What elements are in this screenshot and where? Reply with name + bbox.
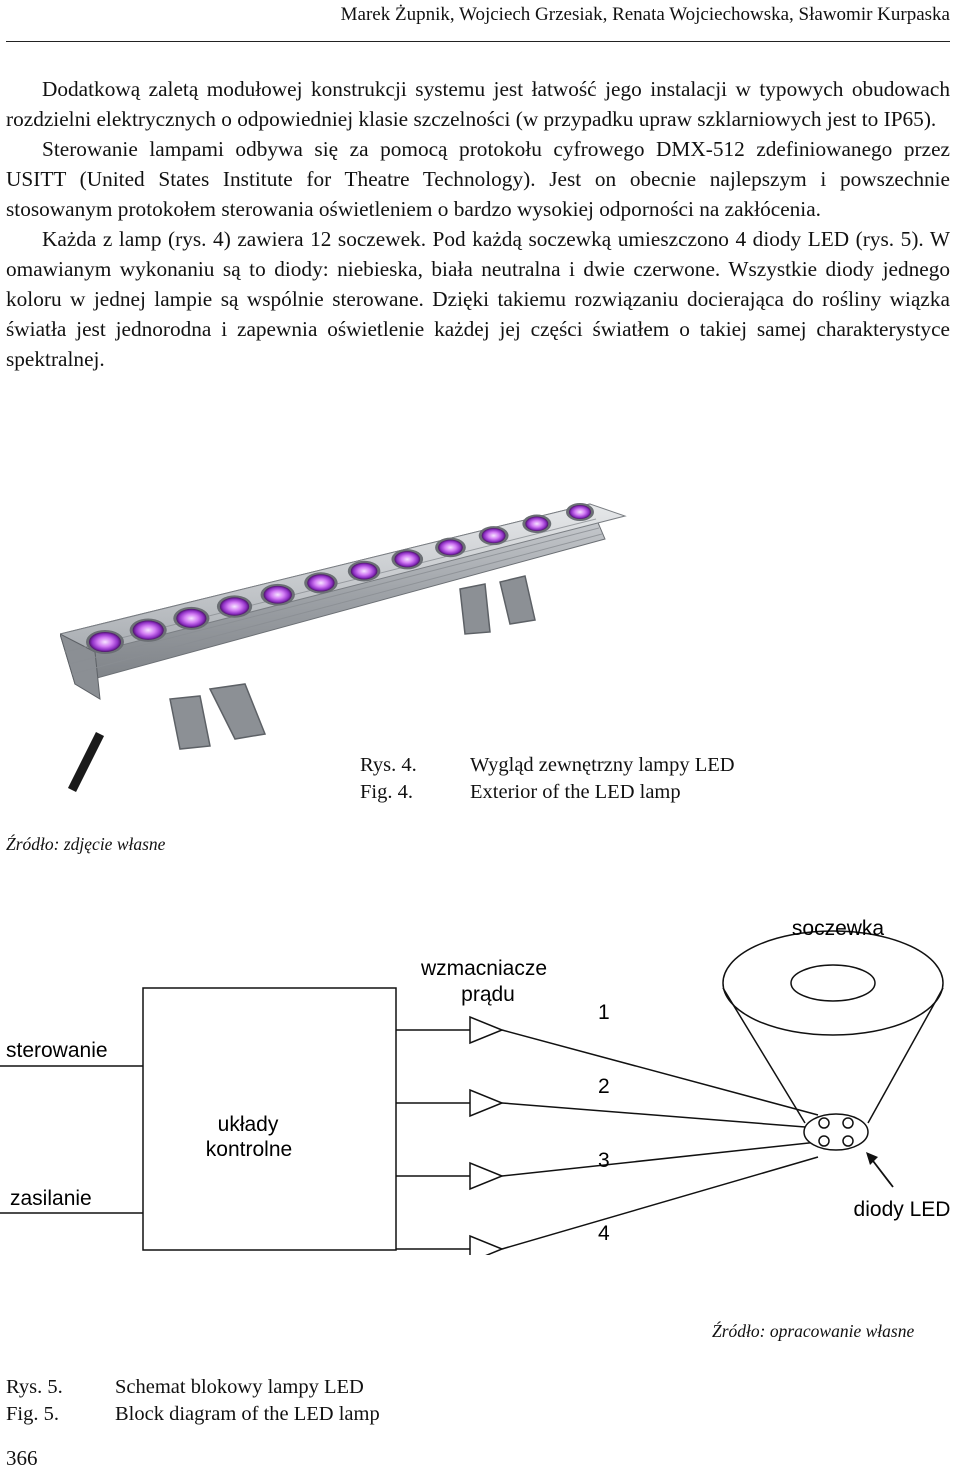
figure-caption-en: Exterior of the LED lamp [470, 781, 681, 803]
figure-label-pl: Rys. 4. [360, 754, 417, 776]
lens-cone [722, 930, 944, 1151]
lens-label: soczewka [792, 917, 885, 940]
lens [478, 526, 509, 546]
page-number: 366 [6, 1446, 38, 1470]
power-cable [67, 731, 105, 793]
figure-source: Źródło: zdjęcie własne [6, 834, 166, 854]
amplifiers-label-2: prądu [461, 983, 515, 1006]
channel-4-label: 4 [598, 1222, 610, 1245]
body-text: Dodatkową zaletą modułowej konstrukcji s… [6, 74, 950, 374]
running-header: Marek Żupnik, Wojciech Grzesiak, Renata … [340, 4, 950, 25]
control-block [142, 987, 397, 1251]
led-dots [818, 1117, 854, 1147]
channel-4 [396, 1156, 819, 1255]
lens [391, 549, 424, 570]
paragraph: Każda z lamp (rys. 4) zawiera 12 soczewe… [6, 227, 950, 371]
lens [260, 583, 295, 606]
led-lamp-photo [60, 503, 627, 793]
figure-label-en: Fig. 5. [6, 1403, 59, 1425]
lens [435, 537, 466, 558]
figure-caption-en: Block diagram of the LED lamp [115, 1403, 380, 1425]
lens [566, 503, 594, 521]
lens [304, 572, 338, 594]
power-label: zasilanie [10, 1187, 92, 1210]
steering-label: sterowanie [6, 1039, 108, 1062]
led-pointer-arrow [869, 1156, 894, 1188]
lens [173, 606, 210, 630]
lens-row [86, 503, 594, 654]
figure-caption-pl: Wygląd zewnętrzny lampy LED [470, 754, 735, 776]
paragraph: Dodatkową zaletą modułowej konstrukcji s… [6, 77, 950, 131]
control-label-2: kontrolne [206, 1138, 292, 1161]
paragraph: Sterowanie lampami odbywa się za pomocą … [6, 137, 950, 221]
channel-3 [396, 1141, 819, 1191]
channel-1-label: 1 [598, 1001, 610, 1024]
figure-label-en: Fig. 4. [360, 781, 413, 803]
channel-2 [396, 1088, 819, 1129]
channel-2-label: 2 [598, 1075, 610, 1098]
leds-label: diody LED [854, 1198, 951, 1221]
block-diagram: układy kontrolne sterowanie zasilanie wz… [0, 917, 951, 1255]
lens [86, 630, 124, 654]
lens [129, 618, 167, 642]
channel-1 [396, 1015, 819, 1116]
control-label-1: układy [218, 1113, 279, 1136]
amplifiers-label-1: wzmacniacze [420, 957, 547, 980]
lens [347, 560, 381, 582]
lens [216, 595, 253, 618]
header-rule [6, 41, 950, 42]
figure-source: Źródło: opracowanie własne [712, 1321, 915, 1341]
figure-caption-pl: Schemat blokowy lampy LED [115, 1376, 364, 1398]
mounting-bracket [169, 575, 536, 750]
channel-3-label: 3 [598, 1149, 610, 1172]
figure-label-pl: Rys. 5. [6, 1376, 63, 1398]
lens [522, 514, 552, 534]
led-pointer-arrowhead [866, 1152, 878, 1165]
